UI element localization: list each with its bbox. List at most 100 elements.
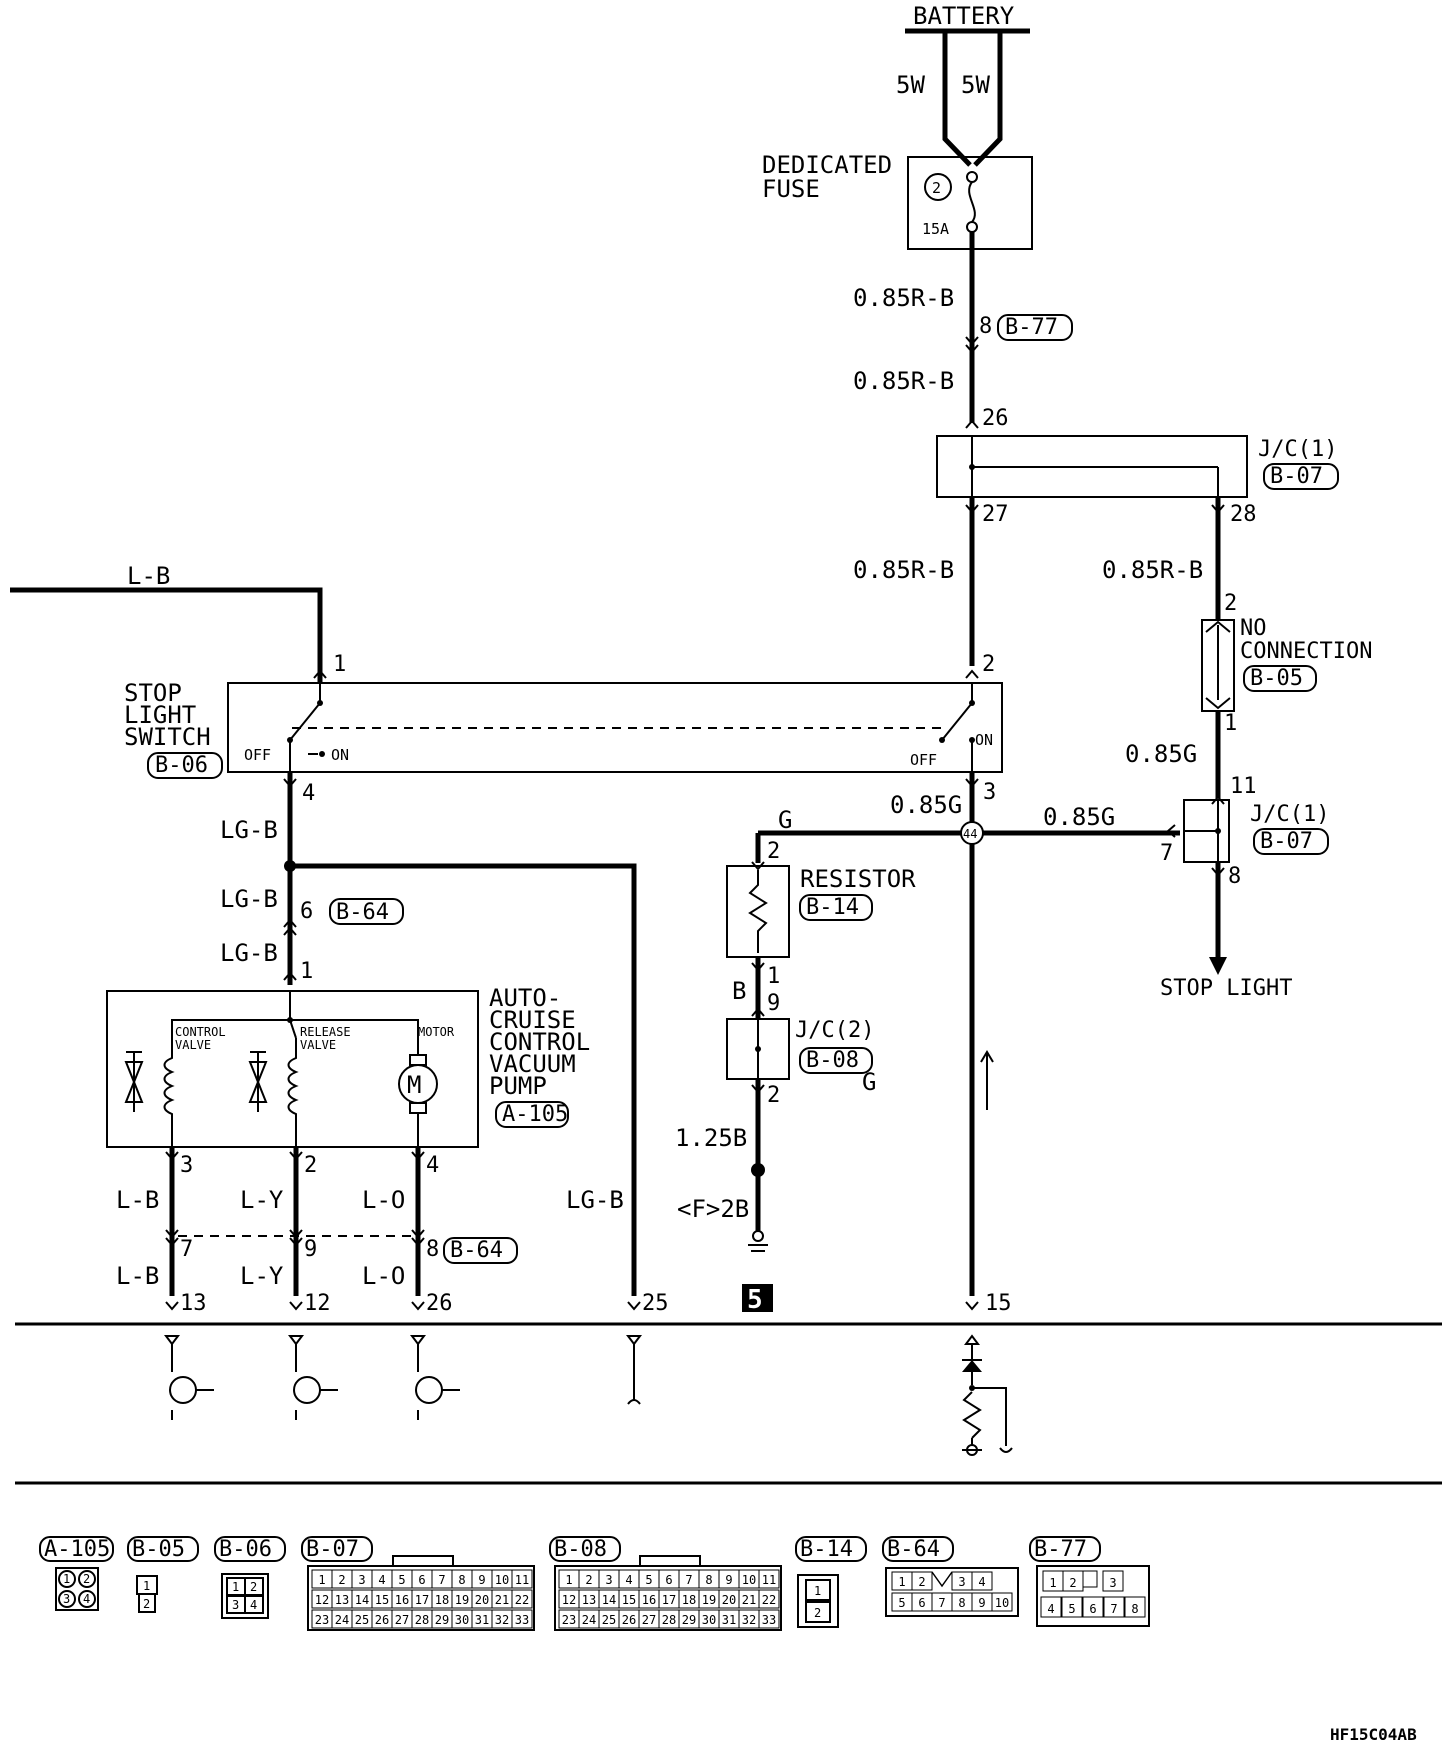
stop-light-switch-box xyxy=(227,682,1003,773)
conn-b77: B-77 xyxy=(1005,315,1058,340)
legend-b64-cell-2: 2 xyxy=(918,1575,925,1589)
switch-left-blade xyxy=(289,702,321,741)
legend-b77-cell-7-frame xyxy=(1103,1596,1125,1618)
pin-13: 13 xyxy=(180,1291,207,1316)
pin-28: 28 xyxy=(1230,502,1257,527)
wire-label-r-b-3: 0.85R-B xyxy=(853,556,954,584)
pin-4-pump: 4 xyxy=(426,1153,439,1178)
legend-b64-cell-4-frame xyxy=(971,1571,993,1591)
legend-b07-cell-1: 1 xyxy=(318,1573,325,1587)
legend-b14-name: B-14 xyxy=(800,1537,853,1562)
switch-label-1: STOP xyxy=(124,679,182,707)
switch-right-off: OFF xyxy=(910,751,937,769)
pin-11-arrow xyxy=(1211,795,1225,805)
jc2-node xyxy=(755,1046,761,1052)
fuse-number-circle xyxy=(924,173,952,201)
pin-27: 27 xyxy=(982,502,1009,527)
ground-terminal xyxy=(752,1230,764,1242)
pin-2-arrow xyxy=(965,669,979,679)
conn-b07-bottom-frame xyxy=(1253,828,1329,855)
conn-b07-top-frame xyxy=(1263,463,1339,490)
legend-a105-cell-2: 2 xyxy=(83,1572,90,1586)
switch-right-on: ON xyxy=(975,731,993,749)
conn-b14: B-14 xyxy=(806,895,859,920)
legend-b08-cell-8: 8 xyxy=(705,1573,712,1587)
wire-label-l-b-1: L-B xyxy=(116,1186,159,1214)
fuse-title-1: DEDICATED xyxy=(762,151,892,179)
pin-1-resistor: 1 xyxy=(767,964,780,989)
legend-b08-cell-31: 31 xyxy=(722,1613,736,1627)
wire-label-r-b-1: 0.85R-B xyxy=(853,284,954,312)
legend-b64-cell-7: 7 xyxy=(938,1596,945,1610)
pump-label-3: CONTROL xyxy=(489,1028,590,1056)
legend-b77-cell-3-frame xyxy=(1102,1570,1124,1592)
legend-b77-cell-6: 6 xyxy=(1089,1602,1096,1616)
ground-point-label: <F>2B xyxy=(677,1195,749,1223)
legend-b64-cell-2-frame xyxy=(911,1571,933,1591)
legend-b08-cell-6: 6 xyxy=(665,1573,672,1587)
conn-b08-frame xyxy=(799,1047,873,1074)
legend-b07-cell-32: 32 xyxy=(495,1613,509,1627)
legend-b08-cell-18: 18 xyxy=(682,1593,696,1607)
switch-left-off: OFF xyxy=(244,746,271,764)
pin-12: 12 xyxy=(304,1291,331,1316)
legend-b05-name: B-05 xyxy=(132,1537,185,1562)
legend-b07-cell-29: 29 xyxy=(435,1613,449,1627)
legend-b64-cell-9: 9 xyxy=(978,1596,985,1610)
driver-transistor-2 xyxy=(288,1335,338,1420)
splice-44-label: 44 xyxy=(963,827,977,841)
legend-b77-cell-7: 7 xyxy=(1110,1602,1117,1616)
conn-b07-bottom: B-07 xyxy=(1260,829,1313,854)
conn-a105: A-105 xyxy=(502,1102,568,1127)
wire-label-b: B xyxy=(732,977,746,1005)
legend-b08-cell-2: 2 xyxy=(585,1573,592,1587)
legend-b07-cell-10: 10 xyxy=(495,1573,509,1587)
legend-b06: B-06 1 2 3 4 xyxy=(214,1536,286,1619)
legend-b08-cell-26: 26 xyxy=(622,1613,636,1627)
pin-26-b: 26 xyxy=(426,1291,453,1316)
wire-label-r-b-2: 0.85R-B xyxy=(853,367,954,395)
motor-brush-bottom xyxy=(409,1102,427,1114)
resistor-symbol xyxy=(748,870,768,953)
conn-b07-top: B-07 xyxy=(1270,464,1323,489)
switch-right-on-node xyxy=(969,737,975,743)
legend-b07-cell-16: 16 xyxy=(395,1593,409,1607)
pin-7-arrow-top xyxy=(165,1229,179,1239)
legend-b07-cell-9: 9 xyxy=(478,1573,485,1587)
legend-b77-cell-6-frame xyxy=(1082,1596,1104,1618)
pin-9-jc2: 9 xyxy=(767,991,780,1016)
fuse-rating: 15A xyxy=(922,220,949,238)
pin-11: 11 xyxy=(1230,774,1257,799)
legend-b08-cell-13: 13 xyxy=(582,1593,596,1607)
legend-b08-cell-20: 20 xyxy=(722,1593,736,1607)
legend-b07-cell-19: 19 xyxy=(455,1593,469,1607)
legend-b14: B-14 1 2 xyxy=(795,1536,867,1628)
pin-15-arrow xyxy=(965,1301,979,1311)
vacuum-pump-box xyxy=(106,990,479,1148)
legend-b08-cell-30: 30 xyxy=(702,1613,716,1627)
legend-b07-cell-3: 3 xyxy=(358,1573,365,1587)
conn-b64-b-frame xyxy=(443,1237,518,1264)
legend-b07-cell-2: 2 xyxy=(338,1573,345,1587)
legend-b08-cell-7: 7 xyxy=(685,1573,692,1587)
pump-label-1: AUTO- xyxy=(489,984,561,1012)
legend-b08-cell-29: 29 xyxy=(682,1613,696,1627)
legend-b08-cell-15: 15 xyxy=(622,1593,636,1607)
switch-left-on: ON xyxy=(331,746,349,764)
legend-b64-name: B-64 xyxy=(887,1537,940,1562)
pin-26-arrow-b xyxy=(411,1301,425,1311)
legend-b77-cell-5: 5 xyxy=(1068,1602,1075,1616)
legend-b08-cell-5: 5 xyxy=(645,1573,652,1587)
battery-wire-label-left: 5W xyxy=(896,71,925,99)
legend-b06-cell-2: 2 xyxy=(250,1580,257,1594)
fuse-element xyxy=(968,181,976,223)
legend-a105: A-105 1 2 3 4 xyxy=(39,1536,114,1611)
legend-b08-cell-9: 9 xyxy=(725,1573,732,1587)
conn-b06: B-06 xyxy=(155,753,208,778)
conn-a105-frame xyxy=(495,1101,569,1128)
conn-b64-b: B-64 xyxy=(450,1238,503,1263)
wire-label-r-b-4: 0.85R-B xyxy=(1102,556,1203,584)
legend-b05-cell-1: 1 xyxy=(143,1579,150,1593)
legend-b08-cell-14: 14 xyxy=(602,1593,616,1607)
